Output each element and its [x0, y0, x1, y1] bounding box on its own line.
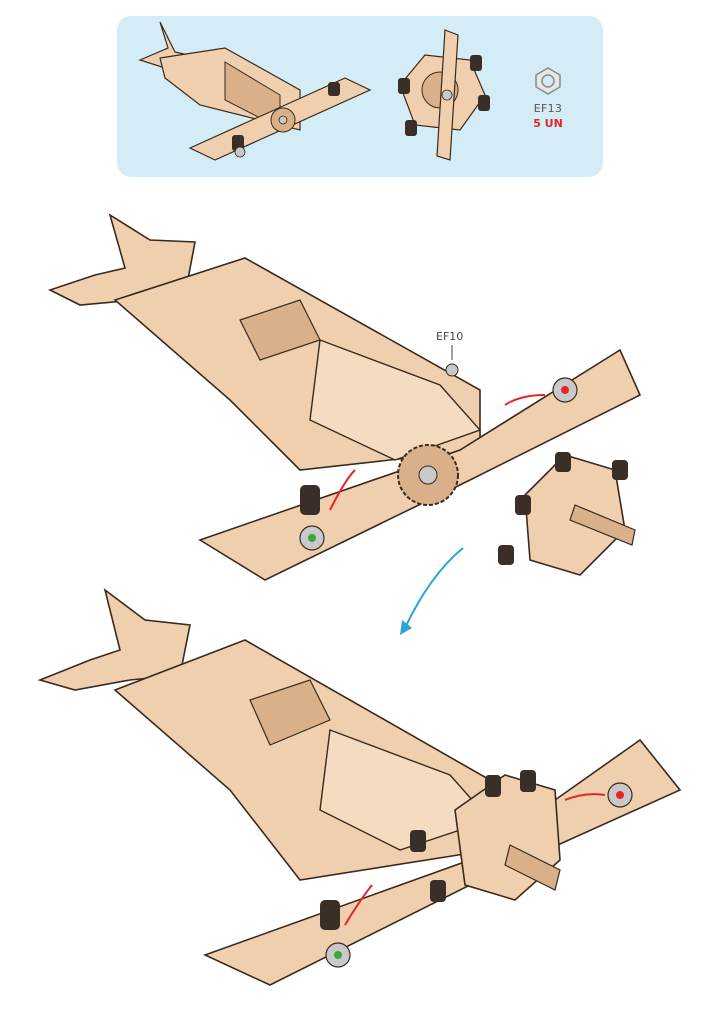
hex-nut-icon [535, 67, 561, 95]
part-callout-label: EF10 [436, 330, 464, 343]
part-code-label: EF13 [533, 102, 563, 115]
part-quantity-label: 5 UN [533, 117, 563, 130]
